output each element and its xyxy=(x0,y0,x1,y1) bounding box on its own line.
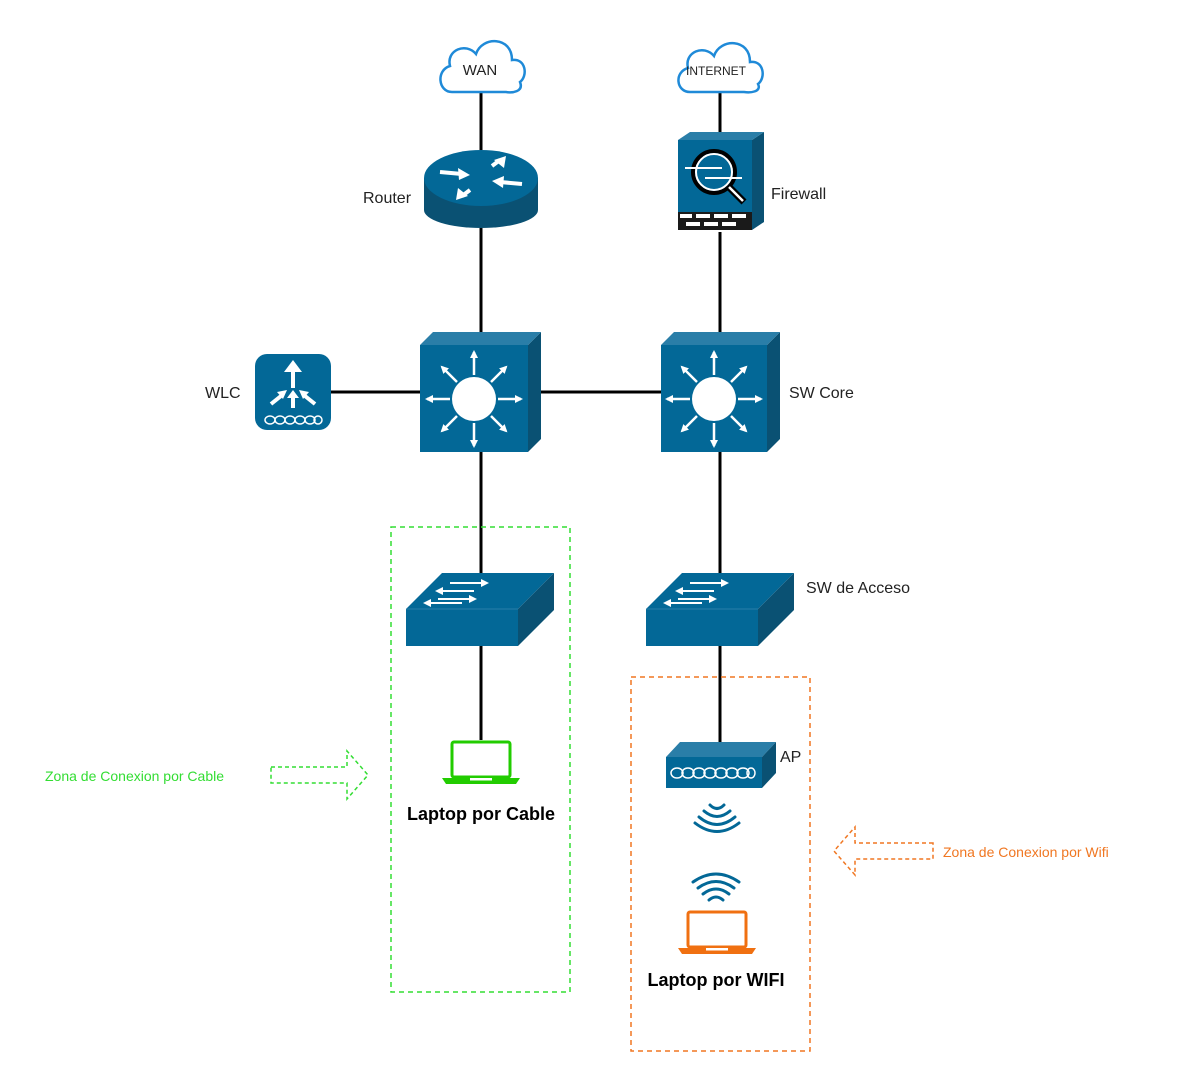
firewall-node[interactable]: Firewall xyxy=(678,132,826,230)
wlc-node[interactable]: WLC xyxy=(205,354,331,430)
workgroup-switch-icon xyxy=(646,573,794,646)
access-point-icon xyxy=(666,742,776,788)
sw-core-label: SW Core xyxy=(789,385,854,402)
ap-label: AP xyxy=(780,749,801,766)
wifi-signal-icon xyxy=(691,872,741,902)
wan-label: WAN xyxy=(463,62,497,79)
wifi-signal-icon xyxy=(693,803,741,833)
internet-cloud-node[interactable]: INTERNET xyxy=(677,41,764,94)
router-label: Router xyxy=(363,190,412,207)
arrow-left-icon xyxy=(833,825,934,877)
arrow-right-icon xyxy=(270,749,369,801)
cable-zone-annotation: Zona de Conexion por Cable xyxy=(45,749,369,801)
laptop-wifi-node[interactable]: Laptop por WIFI xyxy=(648,910,785,990)
links xyxy=(331,93,722,742)
ap-node[interactable]: AP xyxy=(666,742,801,788)
router-icon xyxy=(424,150,538,228)
wlc-label: WLC xyxy=(205,385,241,402)
wifi-zone-label: Zona de Conexion por Wifi xyxy=(943,844,1109,860)
cable-zone-box xyxy=(390,526,571,993)
layer3-switch-icon xyxy=(661,332,780,452)
laptop-cable-node[interactable]: Laptop por Cable xyxy=(407,740,555,824)
laptop-cable-label: Laptop por Cable xyxy=(407,804,555,824)
wifi-zone-box xyxy=(630,676,811,1052)
internet-label: INTERNET xyxy=(686,64,747,78)
sw-core-node[interactable]: SW Core xyxy=(661,332,854,452)
sw-acceso-label: SW de Acceso xyxy=(806,580,910,597)
wan-cloud-node[interactable]: WAN xyxy=(439,39,526,94)
laptop-icon xyxy=(678,910,756,954)
wireless-controller-icon xyxy=(255,354,331,430)
distribution-switch-node[interactable] xyxy=(420,332,541,452)
firewall-icon xyxy=(678,132,764,230)
workgroup-switch-icon xyxy=(406,573,554,646)
cable-access-switch-node[interactable] xyxy=(406,573,554,646)
cloud-icon xyxy=(677,41,764,94)
firewall-label: Firewall xyxy=(771,186,826,203)
router-node[interactable]: Router xyxy=(363,150,538,228)
wifi-zone-annotation: Zona de Conexion por Wifi xyxy=(833,825,1109,877)
sw-acceso-node[interactable]: SW de Acceso xyxy=(646,573,910,646)
layer3-switch-icon xyxy=(420,332,541,452)
cable-zone-label: Zona de Conexion por Cable xyxy=(45,768,224,784)
laptop-wifi-label: Laptop por WIFI xyxy=(648,970,785,990)
laptop-icon xyxy=(442,740,520,784)
cloud-icon xyxy=(439,39,526,94)
